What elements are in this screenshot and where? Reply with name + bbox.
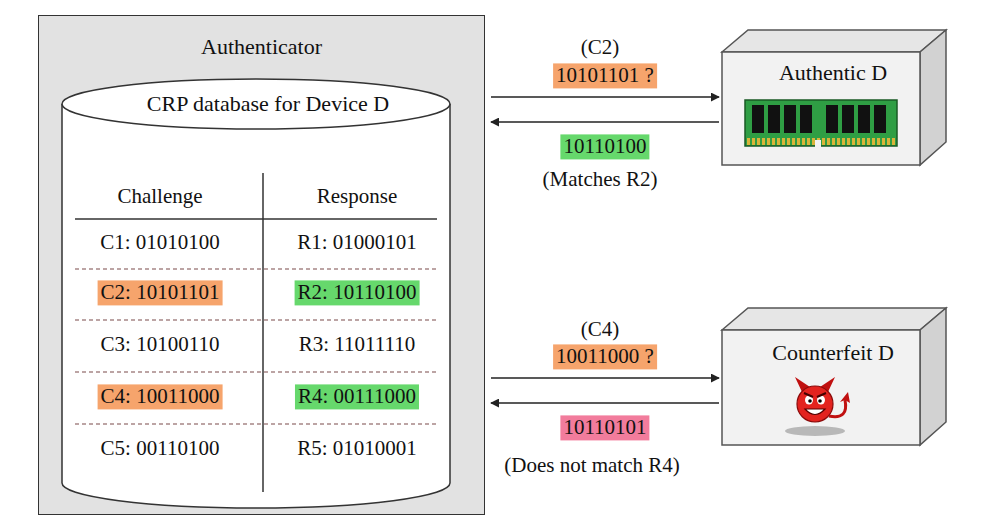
ram-chip [800,105,812,133]
cylinder-body [62,104,450,508]
box-top-face [722,30,946,52]
table-cell: R5: 01010001 [294,436,420,461]
devil-pupil [808,399,812,403]
devil-icon [785,377,850,436]
table-cell: R4: 00111000 [295,384,419,409]
ram-chip [768,105,780,133]
message-arrow [491,96,719,98]
bit-string: 10110101 [560,415,649,440]
devil-shadow [785,426,845,436]
ram-chip [858,105,870,133]
challenge-id: (C2) [578,35,623,60]
table-header: Response [314,184,401,209]
box-side-face [920,30,946,165]
result-note: (Matches R2) [540,167,661,192]
box-side-face [920,308,946,445]
counterfeit-device-box [722,308,946,445]
table-row-separator [75,268,437,269]
ram-chip [752,105,764,133]
node-title: Counterfeit D [722,340,944,366]
device-box: Counterfeit D [722,330,944,445]
table-row-separator [75,423,437,424]
device-box: Authentic D [722,52,944,165]
devil-head [797,386,833,422]
message-arrow [491,402,719,404]
challenge-id: (C4) [578,317,623,342]
node-title: Authentic D [722,60,944,86]
devil-grin [805,409,825,415]
ram-module [745,100,897,147]
message-arrow [491,121,719,123]
table-cell: C5: 00110100 [98,436,223,461]
bit-string: 10101101 ? [553,63,657,88]
ram-chip [842,105,854,133]
table-cell: R3: 11011110 [296,332,418,357]
result-note: (Does not match R4) [501,453,683,478]
ram-chip [784,105,796,133]
table-column-divider [262,173,264,492]
message-arrow [491,377,719,379]
devil-brow [804,393,826,397]
table-row-separator [75,319,437,320]
node-title: Authenticator [39,34,484,60]
ram-notch [815,140,821,147]
devil-tail-tip [840,392,850,403]
table-cell: C1: 01010100 [97,230,223,255]
devil-pupil [818,399,822,403]
ram-board [745,100,897,146]
ram-chip [826,105,838,133]
table-cell: R1: 01000101 [294,230,420,255]
node-title: CRP database for Device D [61,91,475,117]
table-cell: C3: 10100110 [98,332,223,357]
table-cell: C2: 10101101 [98,280,223,305]
table-cell: C4: 10011000 [98,384,223,409]
table-header-rule [75,218,437,220]
ram-chip [874,105,886,133]
table-row-separator [75,371,437,372]
bit-string: 10011000 ? [553,344,657,369]
box-top-face [722,308,946,330]
authentic-device-box [722,30,946,165]
table-header: Challenge [114,184,205,209]
bit-string: 10110100 [560,134,649,159]
table-cell: R2: 10110100 [295,280,420,305]
